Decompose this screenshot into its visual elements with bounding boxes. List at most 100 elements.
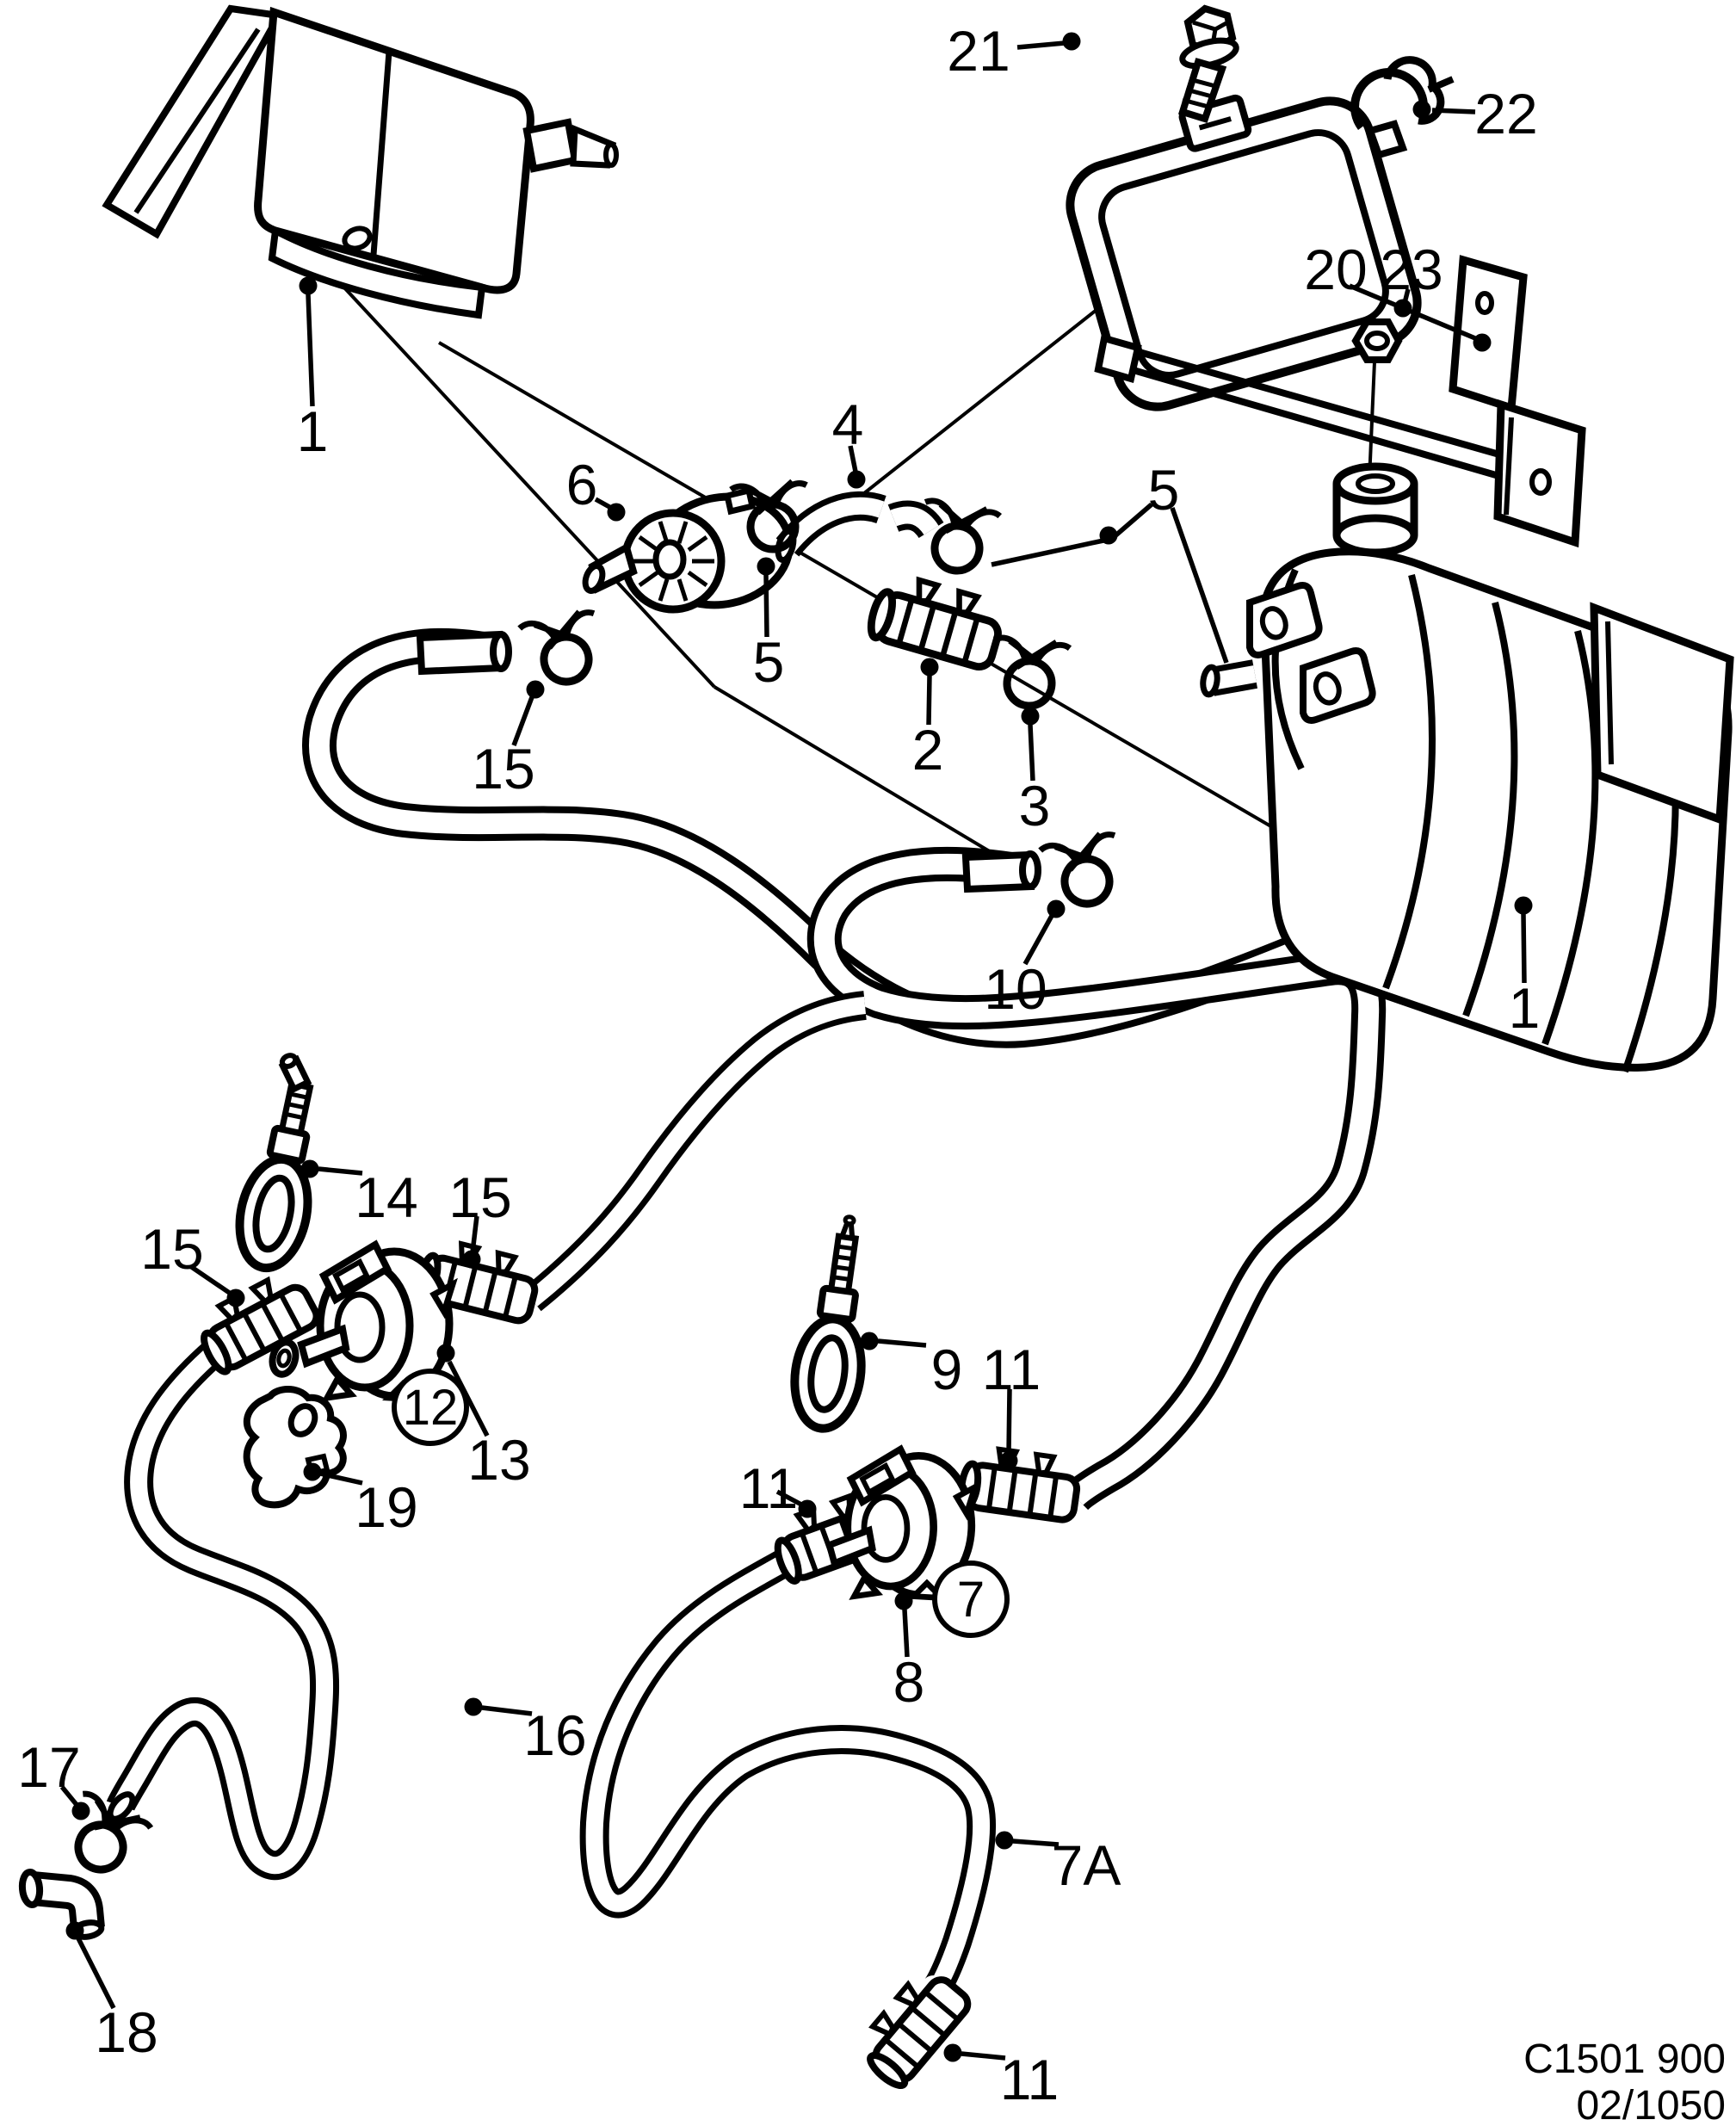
hose-7 (806, 846, 1387, 1511)
bolt-21 (1177, 4, 1239, 123)
canister-nozzle (522, 118, 619, 173)
canister-shield-fold (1605, 621, 1614, 765)
callout-leader-15 (188, 1264, 232, 1296)
callout-number-3: 3 (1019, 774, 1051, 837)
callout-leader-18 (76, 1937, 116, 2010)
locator-line (341, 284, 716, 689)
callout-leader-5 (991, 538, 1104, 567)
callout-leader-15 (511, 696, 534, 746)
callout-dot-17 (71, 1802, 90, 1820)
canister-top-left (102, 4, 619, 319)
callout-dot-20 (1473, 333, 1492, 352)
callout-dot-10 (1047, 899, 1066, 918)
callout-dot-18 (65, 1921, 84, 1940)
callout-number-9: 9 (931, 1338, 963, 1401)
clamp-19 (243, 1386, 347, 1509)
callout-leader-7A (1012, 1839, 1060, 1847)
callout-dot-19 (303, 1462, 322, 1481)
callout-number-11: 11 (1000, 2048, 1060, 2111)
hose-7a-core (585, 1554, 991, 1999)
drawing-issue: 02/1050 (1576, 2083, 1726, 2126)
callout-number-7: 7 (957, 1572, 985, 1628)
callout-dot-2 (920, 658, 939, 677)
connector-15-left (191, 1267, 321, 1375)
canister-hole (342, 226, 373, 251)
callout-dot-6 (607, 503, 626, 522)
canister-left-flange (102, 4, 285, 239)
callout-leader-3 (1028, 724, 1035, 782)
callout-leader-11 (1006, 1388, 1012, 1454)
callout-number-12: 12 (403, 1380, 459, 1436)
bracket-strap (1066, 94, 1422, 411)
hose-16-core (112, 1344, 334, 1875)
callout-leader-6 (594, 497, 613, 510)
hose-16-open-end (107, 1791, 136, 1822)
bracket-assembly (1066, 94, 1586, 557)
nut-23 (1351, 318, 1403, 363)
callout-dot-22 (1412, 100, 1431, 119)
callout-dot-1 (299, 276, 318, 295)
bracket-foot-fold (1504, 417, 1514, 516)
clamp-15-upper (519, 608, 609, 690)
callout-dot-23 (1393, 299, 1412, 318)
callout-number-6: 6 (566, 453, 598, 516)
callout-leader-17 (59, 1785, 80, 1808)
callout-leader-16 (481, 1705, 533, 1716)
callout-dot-3 (1021, 707, 1040, 726)
callout-number-17: 17 (17, 1735, 80, 1799)
canister-body (254, 6, 534, 294)
callout-dot-9 (860, 1332, 879, 1350)
hose-4 (775, 491, 944, 564)
bracket-hole (1475, 291, 1494, 315)
callout-leader-9 (877, 1338, 927, 1348)
callout-leader-13 (447, 1360, 490, 1437)
callout-number-10: 10 (984, 957, 1047, 1021)
callout-number-8: 8 (893, 1650, 925, 1714)
clip-22 (1350, 56, 1455, 159)
hoses (106, 627, 1426, 2005)
callout-dot-21 (1062, 32, 1081, 51)
callout-number-15: 15 (448, 1165, 511, 1229)
callout-number-20: 20 (1304, 238, 1367, 301)
callout-dot-5 (757, 557, 775, 576)
callout-leader-15 (470, 1215, 479, 1253)
bracket-crossbar-end (1094, 333, 1142, 384)
canister-body-skirt (268, 225, 486, 319)
clamp-17 (57, 1792, 153, 1883)
callout-leader-5 (1170, 507, 1229, 664)
callout-leader-5 (1112, 502, 1153, 540)
callout-dot-4 (847, 470, 866, 489)
hanger-ring-14 (231, 1053, 340, 1275)
callout-dot-8 (894, 1591, 913, 1610)
callout-number-16: 16 (523, 1703, 586, 1767)
hanger-ring-9 (788, 1214, 882, 1433)
callout-leader-4 (848, 445, 858, 473)
callout-dot-14 (300, 1159, 319, 1178)
callout-number-22: 22 (1474, 82, 1537, 145)
elbow-18 (18, 1869, 105, 1940)
callout-leader-20 (1348, 283, 1477, 341)
callout-number-23: 23 (1380, 238, 1443, 301)
callout-number-1: 1 (297, 399, 329, 463)
pipe-2 (867, 571, 1006, 670)
callout-number-4: 4 (832, 392, 864, 456)
callout-dot-15 (526, 680, 545, 699)
canister-rib (1541, 630, 1599, 1046)
callout-leader-10 (1022, 914, 1054, 966)
callout-dot-11 (798, 1499, 817, 1518)
callout-dot-11 (943, 2043, 962, 2062)
callout-dot-1 (1514, 896, 1533, 915)
callout-number-18: 18 (95, 2000, 158, 2064)
canister-rib (1462, 602, 1518, 1017)
callout-number-5: 5 (1148, 458, 1180, 522)
hose-end-sleeve-mid (961, 850, 1041, 893)
bracket-crossbar (1110, 341, 1501, 479)
callout-number-19: 19 (355, 1475, 417, 1539)
clamp-3 (990, 637, 1070, 708)
callout-dot-5 (1099, 526, 1118, 545)
valve-13-bushing (269, 1338, 300, 1378)
callout-leader-1 (1521, 913, 1527, 984)
callout-number-14: 14 (355, 1165, 417, 1229)
callout-leader-22 (1431, 108, 1476, 114)
